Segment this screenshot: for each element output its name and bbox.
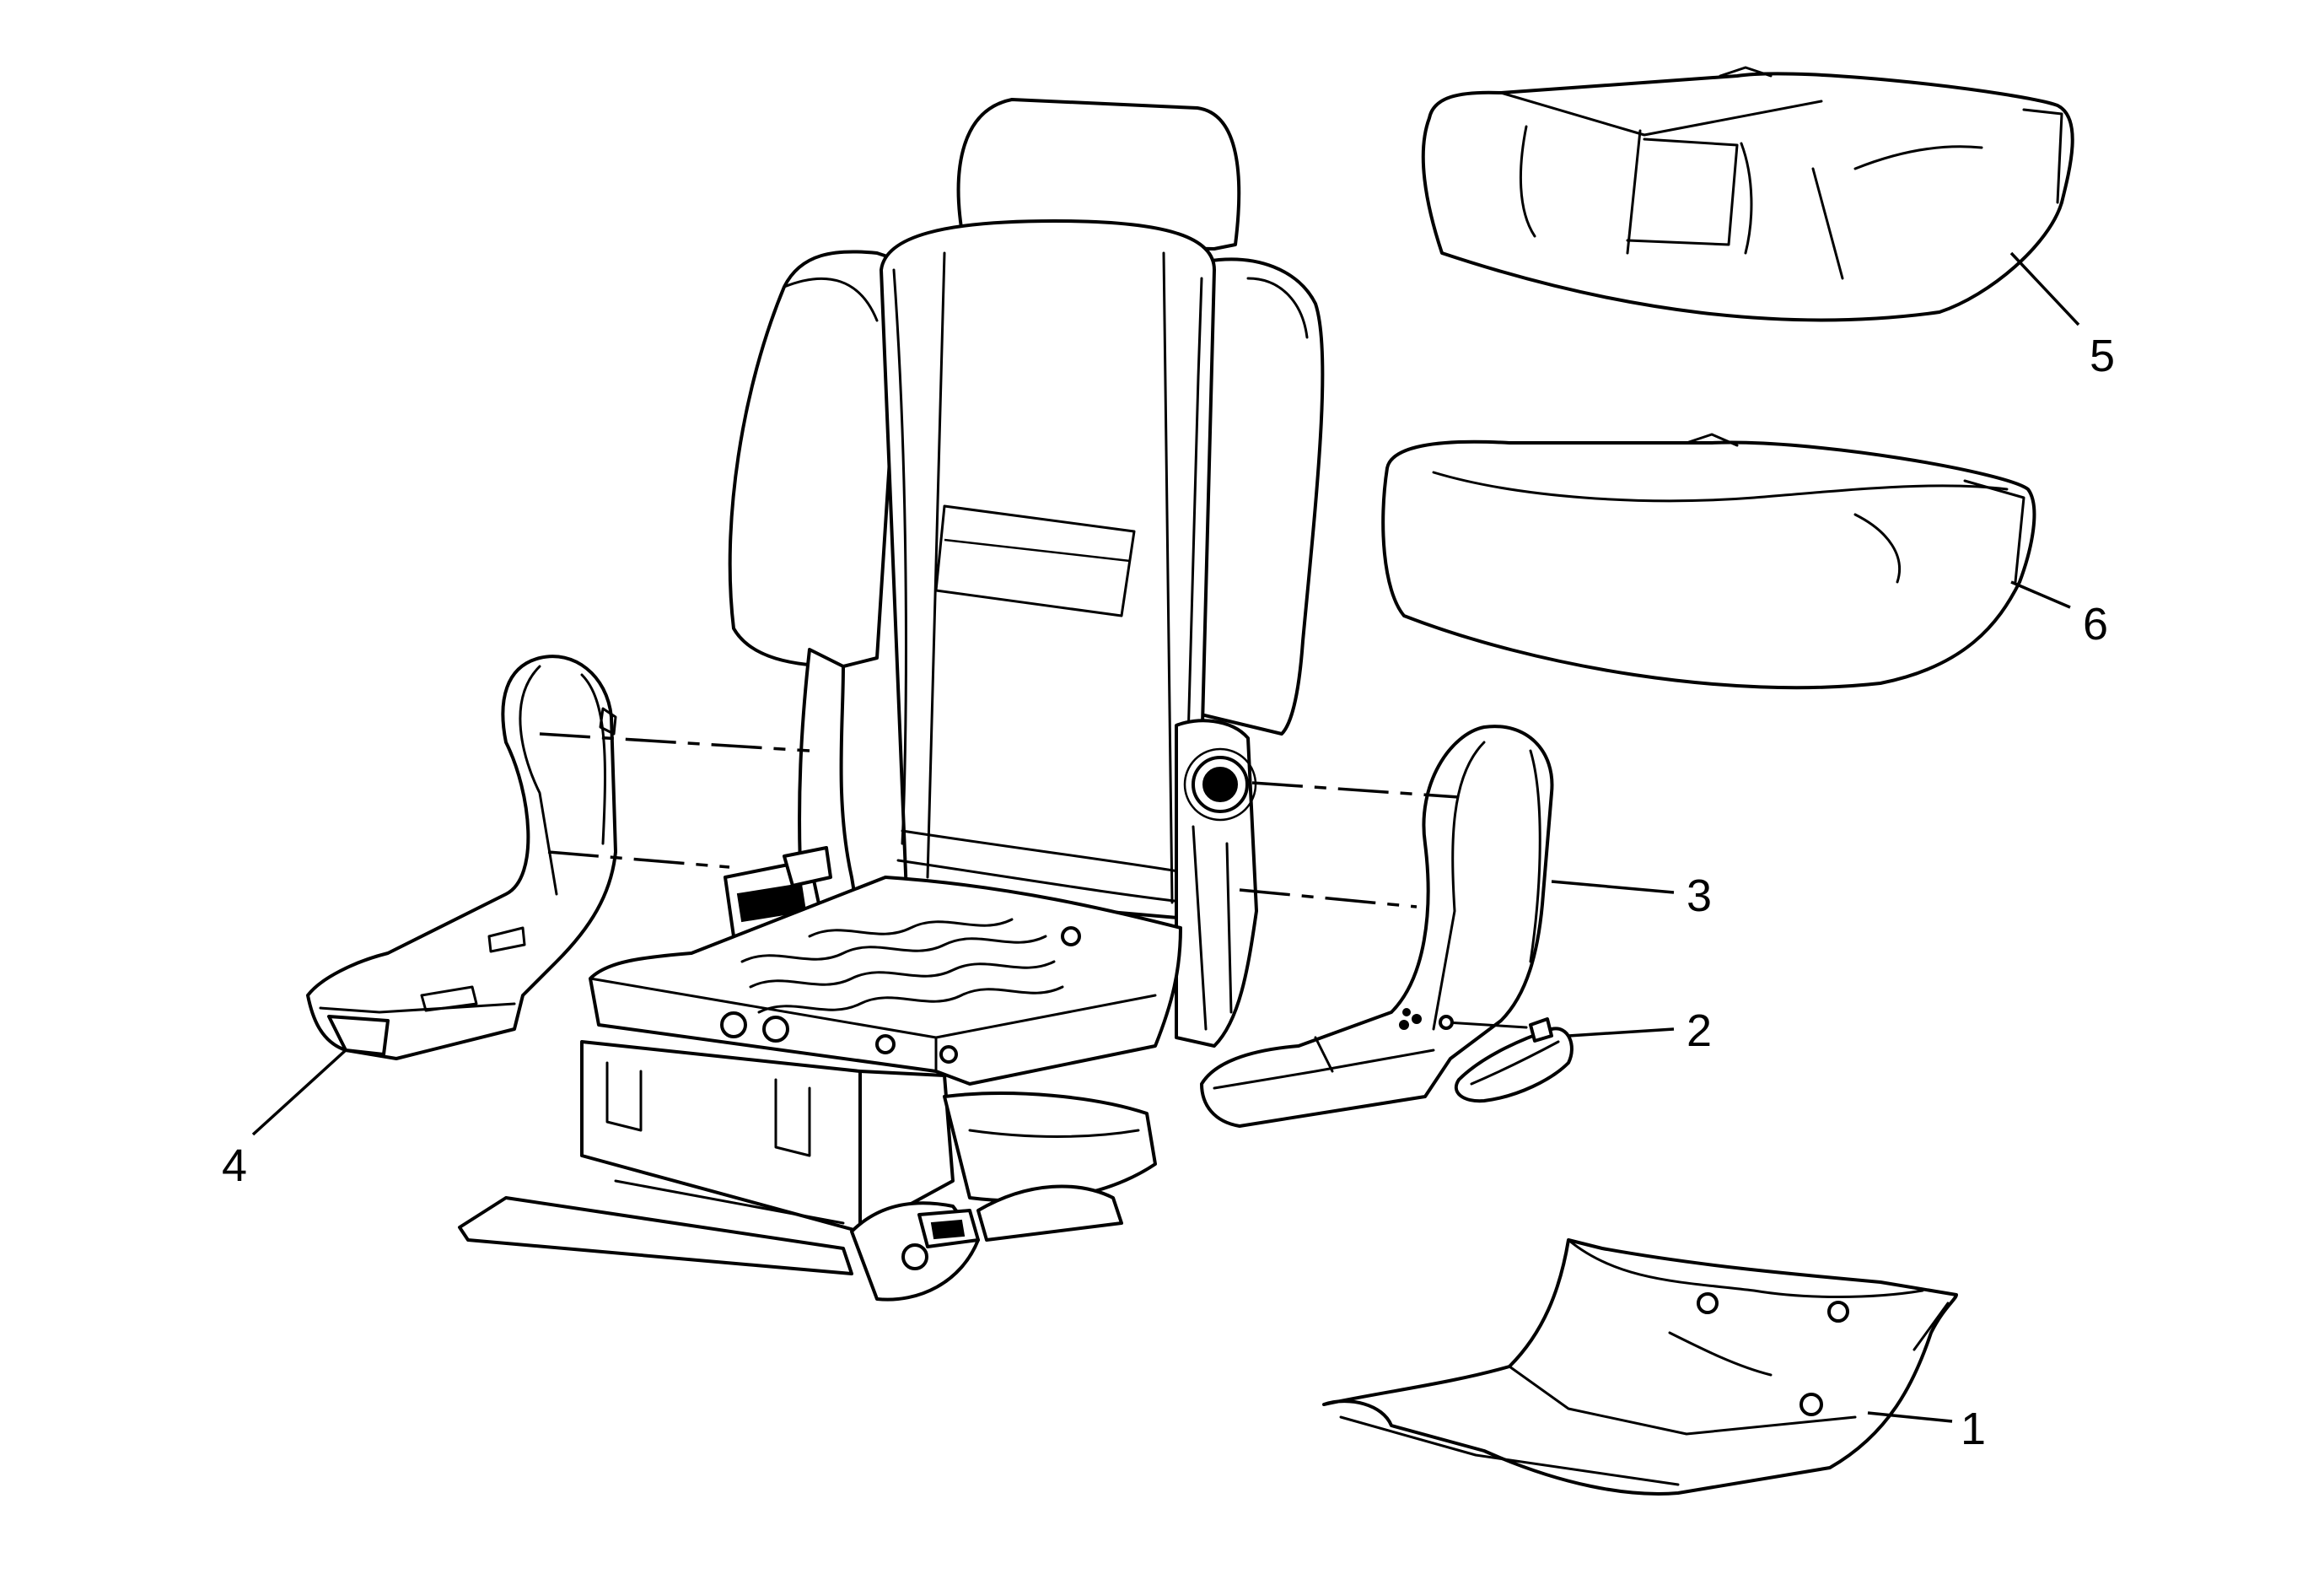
callout-5: 5	[2090, 331, 2115, 381]
leader-1	[1867, 1411, 1953, 1423]
leader-3	[1551, 880, 1675, 894]
seat-riser	[580, 1040, 862, 1233]
headrest	[956, 98, 1241, 251]
recliner-handle	[1439, 1015, 1574, 1103]
callout-1: 1	[1961, 1404, 1986, 1454]
callout-leaders	[251, 251, 2080, 1423]
seat-cushion-cover	[1421, 66, 2074, 322]
outer-trim-panel-right	[1200, 725, 1554, 1128]
callout-3: 3	[1687, 871, 1712, 921]
leader-4	[251, 1048, 347, 1136]
seatback-center	[880, 219, 1216, 921]
callout-4: 4	[222, 1140, 247, 1191]
callout-2: 2	[1687, 1005, 1712, 1056]
seat-assembly	[458, 98, 1325, 1302]
outer-trim-panel-left	[306, 655, 617, 1060]
seat-cushion-pad	[1381, 433, 2036, 690]
seatback-panel	[934, 504, 1136, 617]
seat-springs	[740, 918, 1064, 1014]
leader-5	[2009, 251, 2080, 326]
recliner-mechanism	[1183, 747, 1257, 822]
panel-holes	[1399, 1008, 1422, 1030]
leader-6	[2010, 580, 2071, 609]
floor-rail	[458, 1196, 853, 1275]
callout-6: 6	[2083, 599, 2108, 650]
seat-lower-cover	[1322, 1238, 1958, 1496]
assembly-lines	[539, 732, 1460, 908]
callout-labels: 5 6 3 2 4 1	[222, 331, 2115, 1454]
leader-2	[1568, 1027, 1675, 1038]
seatback-left-bolster	[728, 250, 904, 668]
